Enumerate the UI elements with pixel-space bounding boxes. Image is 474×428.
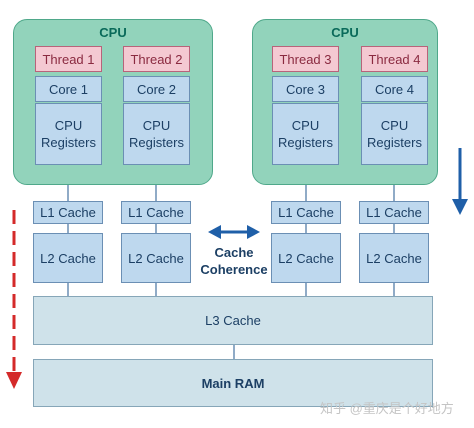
cpu-registers-3: CPU Registers: [272, 103, 339, 165]
cpu-registers-2: CPU Registers: [123, 103, 190, 165]
core-3: Core 3: [272, 76, 339, 102]
thread-1: Thread 1: [35, 46, 102, 72]
coherence-line1: Cache: [214, 245, 254, 260]
coherence-line2: Coherence: [200, 262, 268, 277]
main-ram: Main RAM: [33, 359, 433, 407]
l1-cache-2: L1 Cache: [121, 201, 191, 224]
cpu-registers-1: CPU Registers: [35, 103, 102, 165]
registers-line1: CPU: [380, 118, 409, 133]
registers-line2: Registers: [41, 135, 96, 150]
registers-line1: CPU: [142, 118, 171, 133]
l3-cache: L3 Cache: [33, 296, 433, 345]
cache-coherence-label: Cache Coherence: [196, 244, 272, 278]
cpu-title: CPU: [331, 25, 359, 40]
l1-cache-1: L1 Cache: [33, 201, 103, 224]
registers-line2: Registers: [367, 135, 422, 150]
l2-cache-4: L2 Cache: [359, 233, 429, 283]
l1-cache-3: L1 Cache: [271, 201, 341, 224]
watermark-text: 知乎 @重庆是个好地方: [320, 401, 454, 416]
thread-2: Thread 2: [123, 46, 190, 72]
registers-line1: CPU: [54, 118, 83, 133]
thread-3: Thread 3: [272, 46, 339, 72]
registers-line2: Registers: [278, 135, 333, 150]
l2-cache-3: L2 Cache: [271, 233, 341, 283]
registers-line2: Registers: [129, 135, 184, 150]
cpu-registers-4: CPU Registers: [361, 103, 428, 165]
registers-line1: CPU: [291, 118, 320, 133]
l1-cache-4: L1 Cache: [359, 201, 429, 224]
core-2: Core 2: [123, 76, 190, 102]
cpu-title: CPU: [99, 25, 127, 40]
l2-cache-2: L2 Cache: [121, 233, 191, 283]
core-4: Core 4: [361, 76, 428, 102]
core-1: Core 1: [35, 76, 102, 102]
l2-cache-1: L2 Cache: [33, 233, 103, 283]
thread-4: Thread 4: [361, 46, 428, 72]
